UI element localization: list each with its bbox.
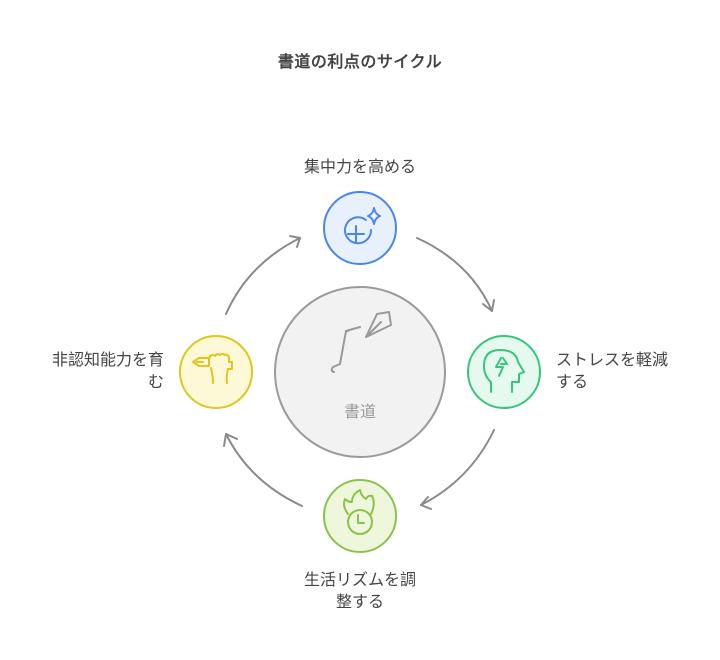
clock-flame-icon bbox=[343, 489, 375, 535]
label-line: 整する bbox=[335, 592, 384, 611]
node-left bbox=[179, 335, 253, 409]
diagram-title: 書道の利点のサイクル bbox=[277, 52, 443, 71]
node-top bbox=[323, 191, 397, 265]
node-bottom bbox=[323, 479, 397, 553]
node-right bbox=[467, 335, 541, 409]
focus-plus-sparkle-icon bbox=[344, 207, 381, 245]
label-line: する bbox=[556, 372, 589, 391]
label-line: ストレスを軽減 bbox=[556, 350, 669, 369]
label-line: む bbox=[147, 372, 164, 391]
center-node bbox=[274, 286, 446, 458]
label-stress: ストレスを軽減 する bbox=[556, 349, 706, 393]
arrow-right-to-bottom bbox=[420, 429, 495, 510]
label-noncognitive: 非認知能力を育 む bbox=[14, 349, 164, 393]
calligraphy-brush-icon bbox=[330, 311, 392, 373]
arrow-left-to-top bbox=[225, 235, 301, 315]
head-lightning-icon bbox=[483, 349, 525, 393]
arrow-bottom-to-left bbox=[223, 433, 303, 507]
label-rhythm: 生活リズムを調 整する bbox=[260, 569, 460, 613]
label-line: 非認知能力を育 bbox=[51, 350, 164, 369]
label-line: 生活リズムを調 bbox=[303, 570, 416, 589]
fist-pen-icon bbox=[192, 353, 233, 384]
center-label: 書道 bbox=[343, 402, 376, 421]
label-focus: 集中力を高める bbox=[260, 156, 460, 178]
label-line: 集中力を高める bbox=[303, 157, 416, 176]
arrow-top-to-right bbox=[416, 237, 495, 312]
